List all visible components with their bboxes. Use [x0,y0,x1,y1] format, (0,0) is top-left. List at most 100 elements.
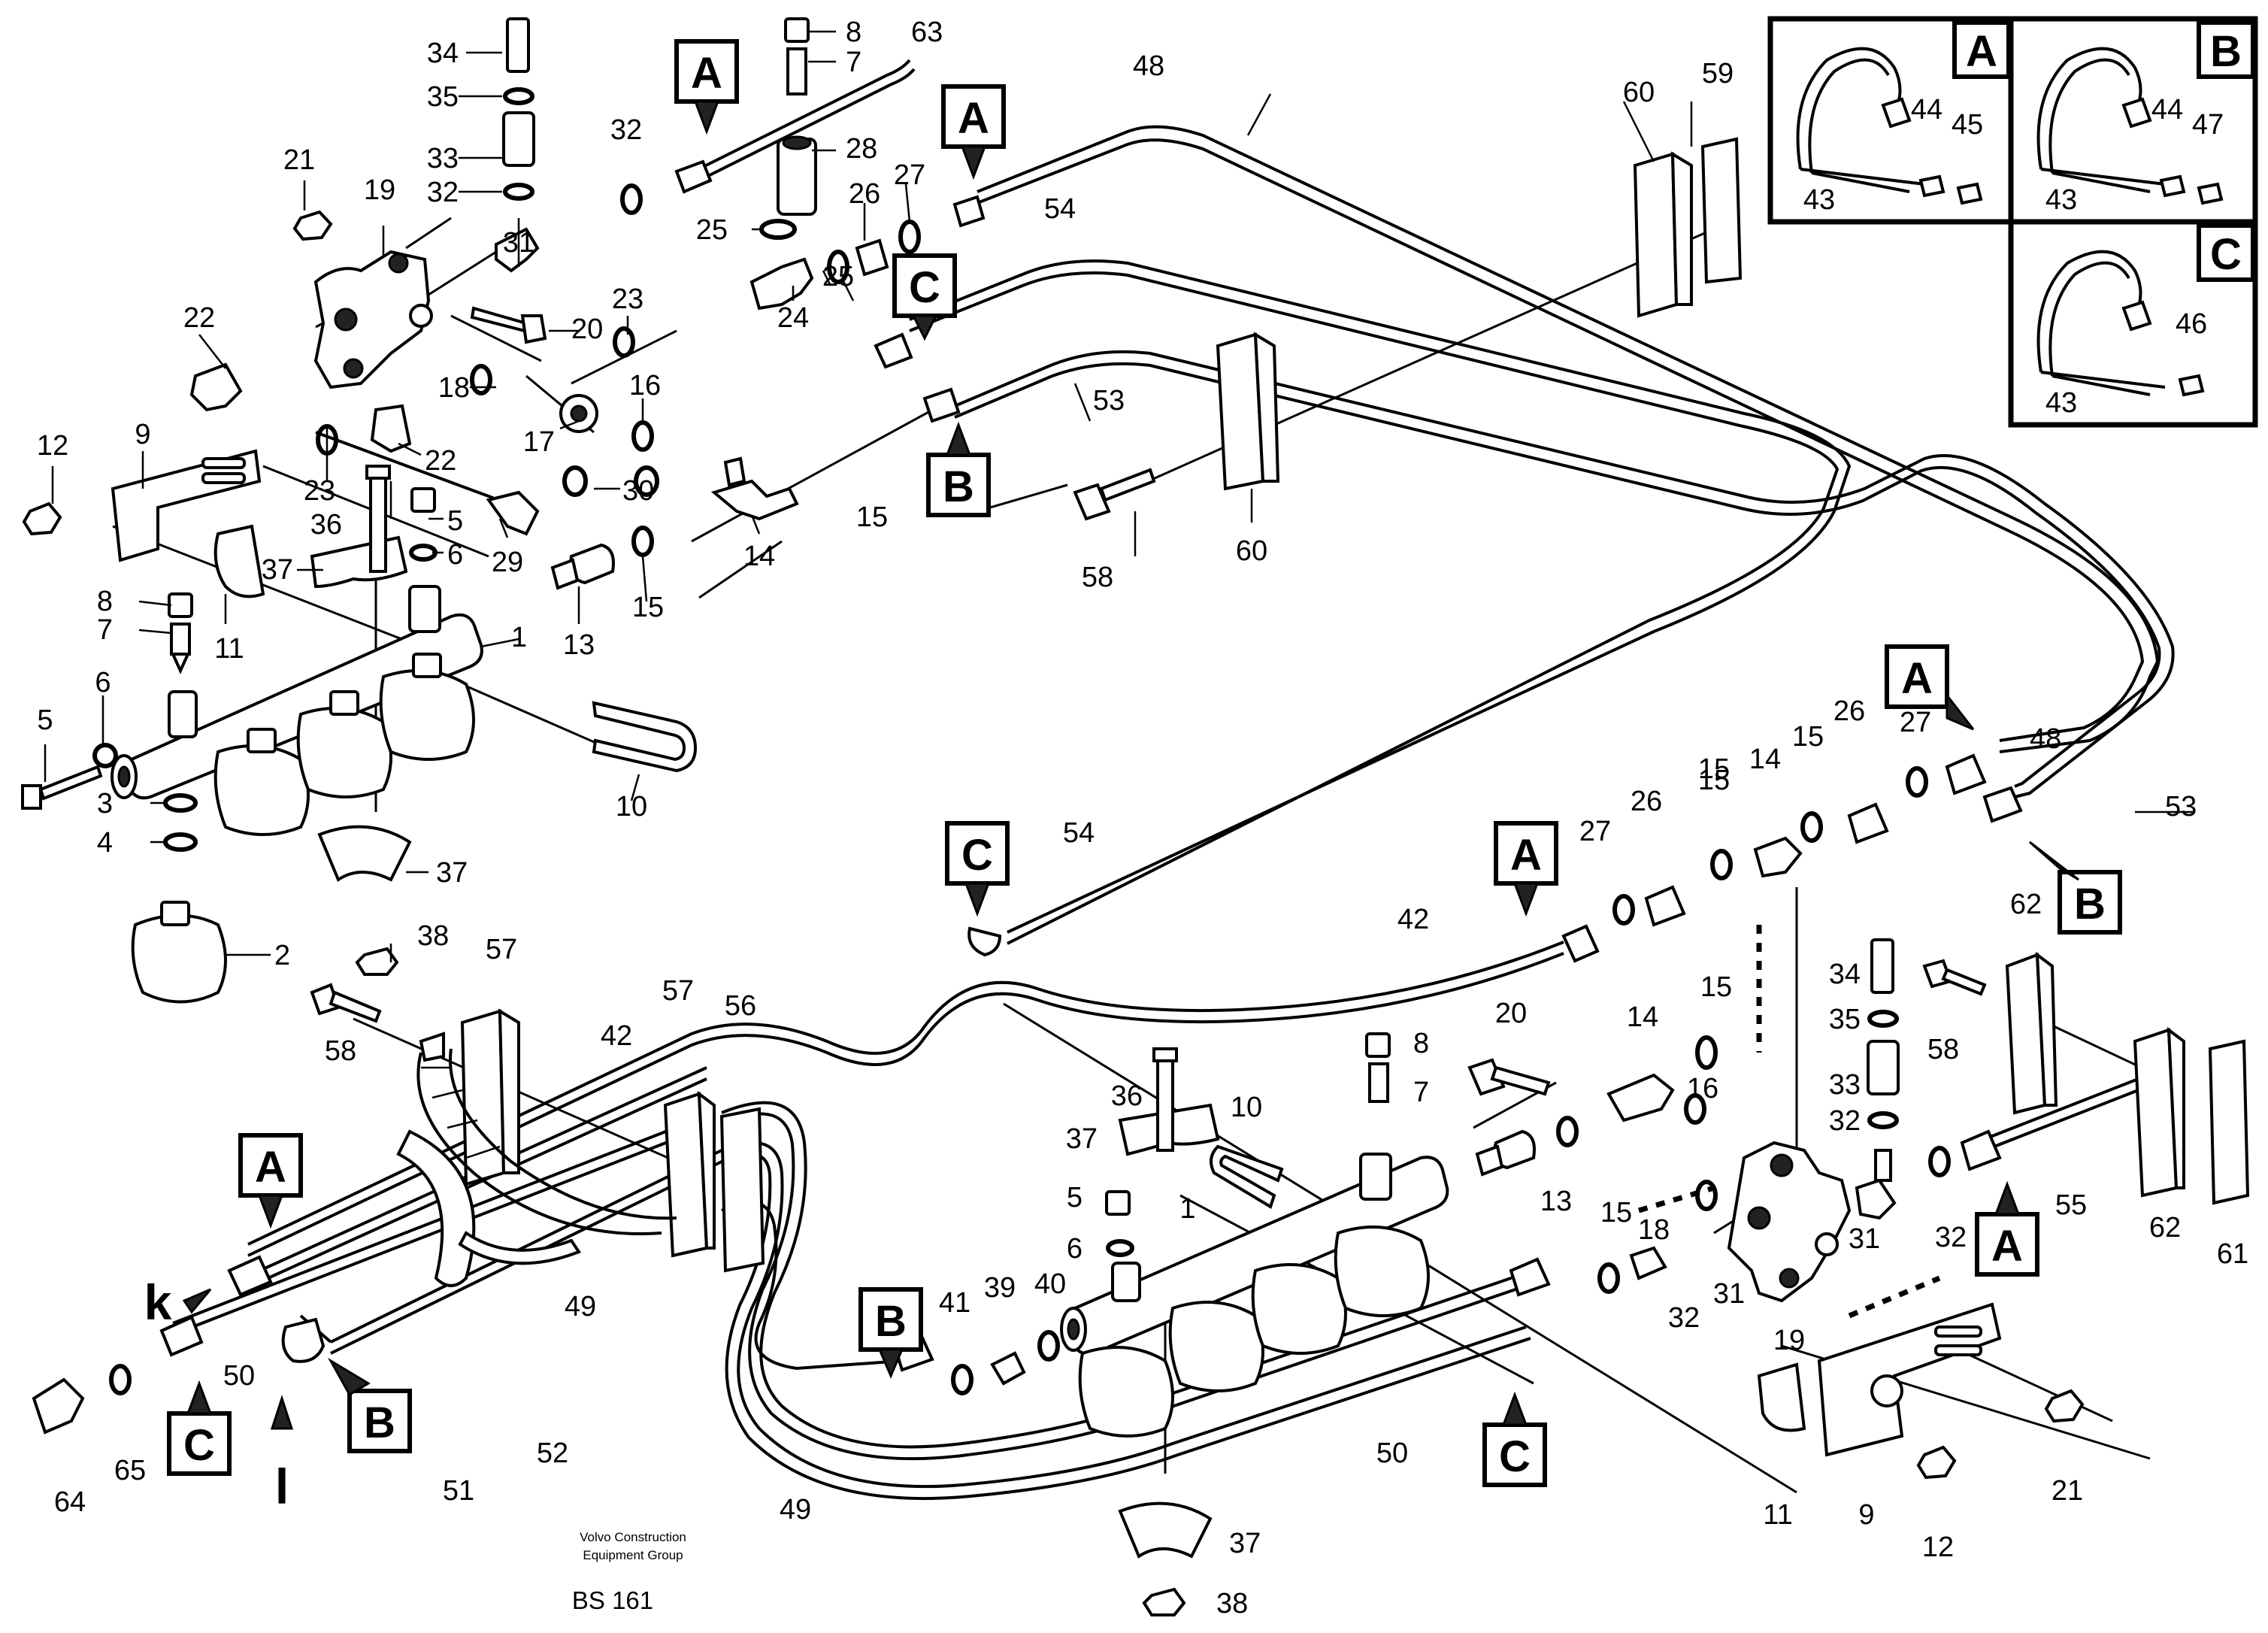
callout-18: 18 [1638,1214,1670,1246]
callout-8: 8 [1413,1028,1429,1059]
fitting-chain-right [967,753,2023,1177]
callout-60: 60 [1236,535,1267,567]
callout-27: 27 [1579,816,1611,847]
callout-26: 26 [1631,786,1662,817]
callout-3: 3 [97,788,113,820]
callout-19: 19 [364,174,395,206]
label-box-b4 [347,1389,412,1453]
section-label-a4: A [1510,831,1542,880]
callout-5: 5 [37,704,53,736]
callout-22: 22 [425,445,456,477]
callout-11: 11 [214,633,244,665]
callout-14: 14 [1627,1001,1658,1033]
section-label-a2: A [958,94,989,143]
callout-1: 1 [1179,1193,1195,1225]
callout-49: 49 [565,1291,596,1322]
callout-19: 19 [1773,1325,1805,1356]
callout-41: 41 [939,1287,970,1319]
callout-6: 6 [447,539,463,571]
callout-65: 65 [114,1455,146,1486]
callout-16: 16 [1687,1073,1718,1104]
callout-15: 15 [1700,971,1732,1003]
callout-44: 44 [2151,94,2183,126]
callout-34: 34 [1829,959,1861,990]
callout-43: 43 [2045,184,2077,216]
label-box-a4 [1494,821,1558,886]
footer-company-line2: Equipment Group [583,1548,683,1562]
callout-15: 15 [632,592,664,623]
callout-42: 42 [1397,904,1429,935]
callout-31: 31 [503,227,534,259]
callout-23: 23 [612,283,643,315]
callout-24: 24 [777,302,809,334]
callout-42: 42 [601,1020,632,1052]
callout-32: 32 [1829,1105,1861,1137]
kit-label-box-a [1952,20,2011,79]
kit-label-b: B [2210,27,2242,76]
callout-15: 15 [1698,765,1730,796]
accumulator-assembly-lower [951,1032,1579,1616]
callout-34: 34 [427,38,459,69]
callout-12: 12 [1922,1532,1954,1563]
callout-9: 9 [135,419,150,450]
callout-32: 32 [1668,1302,1700,1334]
callout-numbers: 34 8 63 35 7 48 33 32 32 28 21 19 31 25 … [37,17,2248,1619]
callout-58: 58 [325,1035,356,1067]
valve-block-lower [1467,938,2085,1480]
callout-48: 48 [1133,50,1164,82]
callout-33: 33 [1829,1069,1861,1101]
callout-61: 61 [2217,1238,2248,1270]
callout-38: 38 [417,920,449,952]
callout-21: 21 [2051,1475,2083,1507]
callout-49: 49 [780,1494,811,1525]
callout-1: 1 [511,622,527,653]
callout-37: 37 [1229,1528,1261,1559]
label-box-b1 [926,453,991,517]
callout-26: 26 [1833,695,1865,727]
callout-40: 40 [1034,1268,1066,1300]
callout-44: 44 [1911,94,1942,126]
callout-27: 27 [1900,707,1931,738]
pipe-mark-k: k [144,1274,172,1330]
label-box-b2 [2058,870,2122,935]
callout-35: 35 [427,81,459,113]
callout-17: 17 [523,426,555,458]
section-label-a5: A [1991,1222,2023,1271]
accumulator-assembly-upper [21,449,698,1004]
section-label-b1: B [943,462,974,511]
accumulator-spheres [131,653,475,1004]
callout-53: 53 [1093,385,1125,417]
callout-43: 43 [1803,184,1835,216]
callout-15: 15 [1698,753,1730,785]
callout-15: 15 [856,501,888,533]
callout-22: 22 [183,302,215,334]
callout-21: 21 [283,144,315,176]
label-box-c1 [892,253,957,318]
callout-25: 25 [822,261,854,292]
callout-20: 20 [571,314,603,345]
callout-4: 4 [97,827,113,859]
callout-52: 52 [537,1438,568,1469]
callout-2: 2 [274,940,290,971]
callout-32: 32 [1935,1222,1967,1253]
callout-36: 36 [1111,1080,1143,1112]
lower-left-connectors [32,1032,1551,1435]
callout-57: 57 [662,975,694,1007]
callout-54: 54 [1044,193,1076,225]
callout-47: 47 [2192,109,2224,141]
section-label-c1: C [909,263,940,312]
section-labels: A A C B A B C A A C B A [144,20,2255,1514]
callout-11: 11 [1763,1499,1792,1531]
footer: Volvo Construction Equipment Group BS 16… [572,1530,686,1614]
callout-51: 51 [443,1475,474,1507]
footer-drawing-code: BS 161 [572,1586,653,1614]
callout-46: 46 [2176,308,2207,340]
callout-55: 55 [2055,1189,2087,1221]
callout-29: 29 [492,547,523,578]
callout-43: 43 [2045,387,2077,419]
callout-14: 14 [743,541,775,572]
kit-label-box-c [2197,223,2255,282]
callout-8: 8 [97,586,113,617]
callout-45: 45 [1952,109,1983,141]
